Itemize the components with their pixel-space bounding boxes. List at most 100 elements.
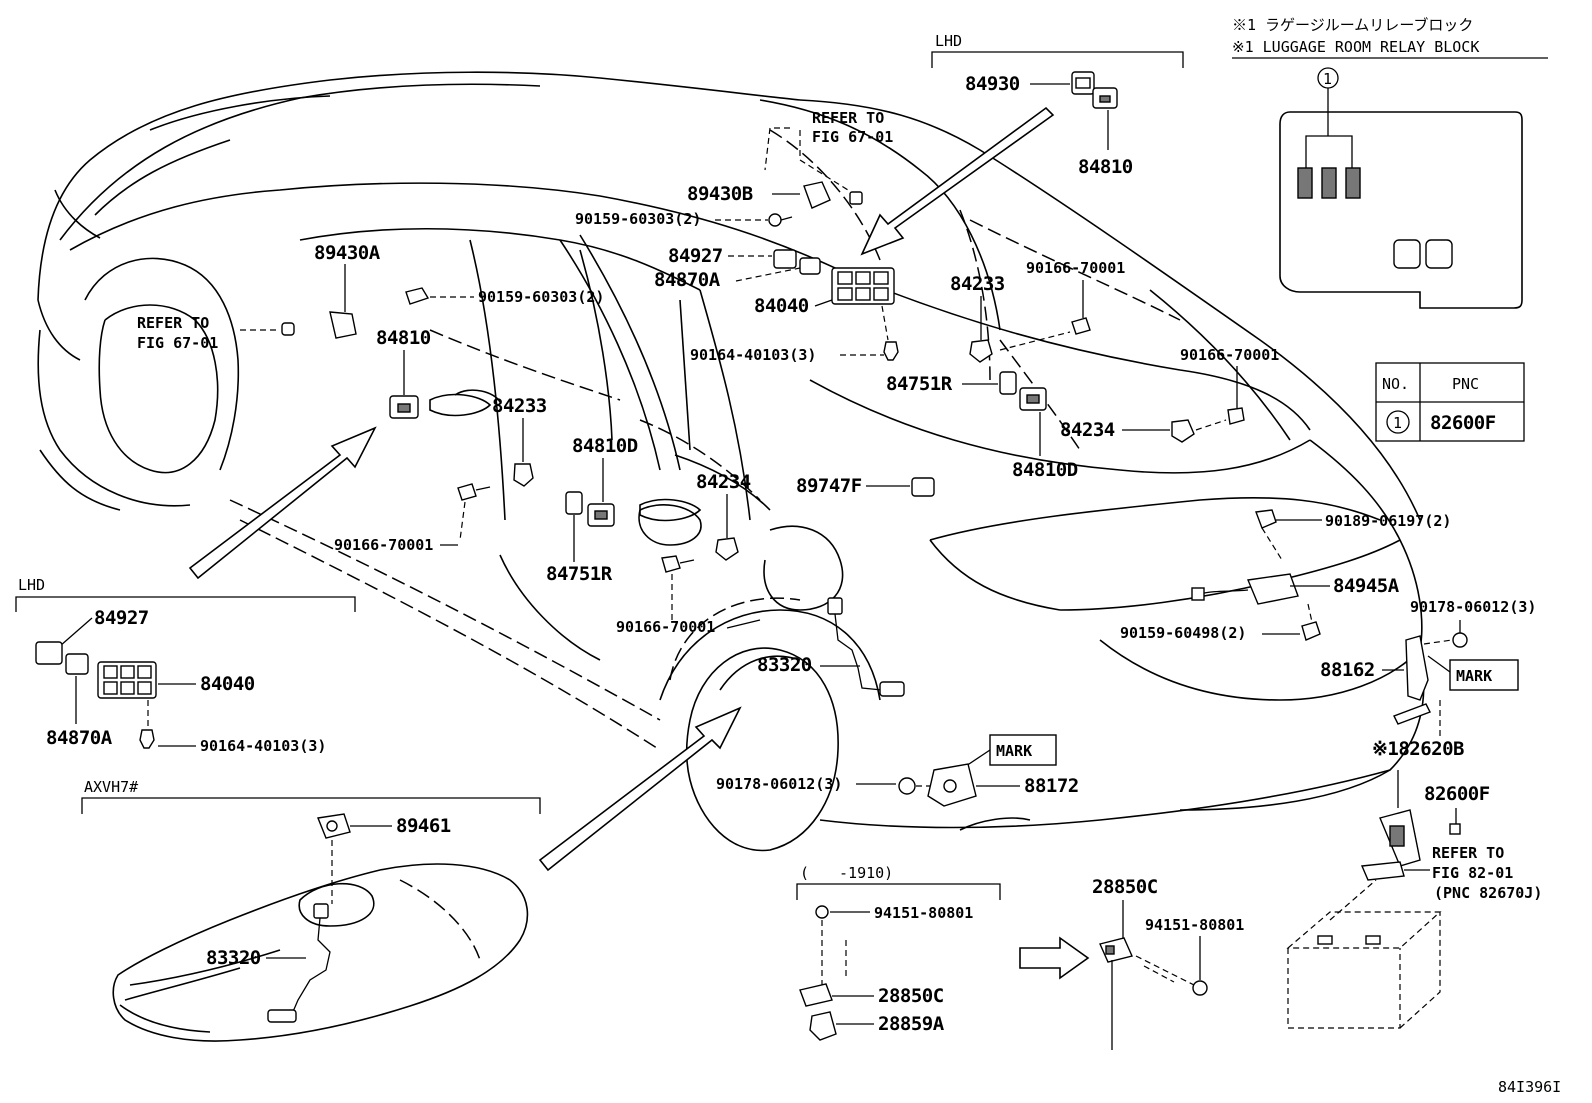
arrow-front-door (188, 426, 377, 580)
part-84810D-mid-label: 84810D (572, 435, 638, 457)
part-84810D-mid-shape (587, 503, 615, 527)
direction-arrows (188, 106, 1090, 980)
part-90164-40103-top-label: 90164-40103(3) (690, 346, 816, 364)
part-84810D-right-label: 84810D (1012, 459, 1078, 481)
figure-id: 84I396I (1498, 1078, 1561, 1096)
part-84233-mid-shape (513, 463, 534, 487)
part-84234-right-shape (1171, 419, 1195, 443)
bolt-90164-left-shape (139, 729, 155, 749)
part-89747F-shape (911, 477, 935, 497)
car-body-outline (37, 71, 1425, 852)
nut-90178-mid-shape (898, 777, 916, 795)
part-clip-left-shape (281, 322, 295, 336)
relay-fuse-2 (1321, 167, 1337, 199)
bolt-90159-left-shape (405, 287, 430, 305)
part-94151-80801-b-label: 94151-80801 (1145, 916, 1244, 934)
part-89747F-label: 89747F (796, 475, 862, 497)
part-82620B-shape (1379, 809, 1421, 867)
lhd-top-label: LHD (935, 32, 962, 50)
legend-table-col-no: NO. (1382, 375, 1409, 393)
part-82600F-shape (1449, 823, 1461, 835)
legend-table: NO. PNC 1 82600F (1375, 362, 1525, 442)
part-84927-left-label: 84927 (94, 607, 149, 629)
nut-90178-right-shape (1452, 632, 1468, 648)
legend-note-jp: ※1 ラゲージルームリレーブロック (1232, 16, 1473, 34)
part-83320-mid-shape (827, 597, 905, 697)
refer-right-line2: FIG 82-01 (1432, 864, 1513, 882)
legend-table-row-no: 1 (1393, 414, 1402, 432)
part-28859A-shape (809, 1011, 837, 1041)
part-28850C-b-shape (1099, 937, 1133, 963)
part-84870A-top-label: 84870A (654, 269, 721, 291)
part-84234-right-label: 84234 (1060, 419, 1115, 441)
part-90159-60303-left-label: 90159-60303(2) (478, 288, 604, 306)
relay-block-shape (1279, 88, 1523, 309)
bolt-90159-60498-shape (1301, 621, 1321, 641)
bolt-90159-top-shape (768, 213, 782, 227)
part-90189-06197-label: 90189-06197(2) (1325, 512, 1451, 530)
legend-table-col-pnc: PNC (1452, 375, 1479, 393)
part-90166-70001-right-label: 90166-70001 (1180, 346, 1279, 364)
part-88172-label: 88172 (1024, 775, 1079, 797)
part-83320-tank-shape (267, 903, 331, 1023)
part-84233-mid-label: 84233 (492, 395, 547, 417)
clip-90189-shape (1255, 509, 1277, 529)
bolt-90166-right-shape (1227, 407, 1245, 425)
part-90166-70001-top-label: 90166-70001 (1026, 259, 1125, 277)
part-28850C-b-label: 28850C (1092, 876, 1158, 898)
part-84233-top-shape (969, 339, 993, 363)
part-84870A-left-shape (65, 653, 89, 675)
part-84930-label: 84930 (965, 73, 1020, 95)
part-84945A-label: 84945A (1333, 575, 1400, 597)
refer-right-line3: (PNC 82670J) (1434, 884, 1542, 902)
part-84751R-mid-shape (565, 491, 583, 515)
axvh7-label: AXVH7# (84, 778, 138, 796)
part-84870A-top-shape (799, 257, 821, 275)
legend-circle-num: 1 (1323, 70, 1332, 88)
lhd-left-label: LHD (18, 576, 45, 594)
part-90166-70001-left-label: 90166-70001 (334, 536, 433, 554)
mark-label-mid: MARK (996, 742, 1032, 760)
part-90178-06012-mid-label: 90178-06012(3) (716, 775, 842, 793)
bolt-90164-top-shape (883, 341, 899, 361)
part-89461-shape (317, 813, 351, 839)
refer-right-line1: REFER TO (1432, 844, 1504, 862)
part-83320-tank-label: 83320 (206, 947, 261, 969)
fuel-tank-shape (112, 863, 529, 1042)
part-88172-shape (927, 763, 977, 807)
part-84927-top-shape (773, 249, 797, 269)
part-94151-80801-a-label: 94151-80801 (874, 904, 973, 922)
part-84927-left-shape (35, 641, 63, 665)
refer-top-line1: REFER TO (812, 109, 884, 127)
part-28850C-a-shape (799, 983, 833, 1007)
relay-fuse-1 (1297, 167, 1313, 199)
part-84234-mid-shape (715, 537, 739, 561)
part-84234-mid-label: 84234 (696, 471, 751, 493)
part-89430A-shape (329, 311, 357, 339)
part-89461-label: 89461 (396, 815, 451, 837)
mark-label-mid-box (989, 734, 1057, 766)
part-83320-mid-label: 83320 (757, 654, 812, 676)
part-84233-top-label: 84233 (950, 273, 1005, 295)
part-88162-label: 88162 (1320, 659, 1375, 681)
part-84751R-top-label: 84751R (886, 373, 953, 395)
bolt-90166-mid-shape (661, 555, 681, 573)
part-84810-left-shape (389, 395, 419, 419)
battery-shape (1286, 879, 1442, 1029)
part-84040-left-shape (97, 661, 157, 699)
part-90178-06012-right-label: 90178-06012(3) (1410, 598, 1536, 616)
part-90164-40103-left-label: 90164-40103(3) (200, 737, 326, 755)
part-84810-top-label: 84810 (1078, 156, 1133, 178)
part-84870A-left-label: 84870A (46, 727, 113, 749)
part-84945A-shape (1191, 573, 1299, 605)
part-89430B-label: 89430B (687, 183, 753, 205)
part-84927-top-label: 84927 (668, 245, 723, 267)
part-89430A-label: 89430A (314, 242, 381, 264)
part-84040-left-label: 84040 (200, 673, 255, 695)
mark-label-right-box (1449, 659, 1519, 691)
lhd-top-group: LHD (931, 32, 1184, 150)
part-82620B-label: ※182620B (1372, 738, 1464, 760)
part-84810D-top-shape (1019, 387, 1047, 411)
